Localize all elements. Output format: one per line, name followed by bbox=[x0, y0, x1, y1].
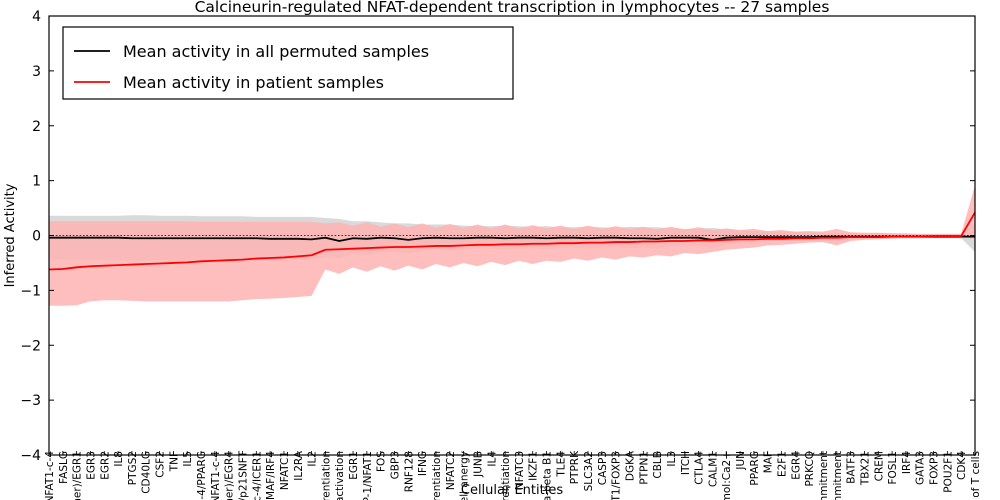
x-tick-label: FOS bbox=[376, 451, 388, 472]
x-tick-label: EGR3 bbox=[85, 451, 97, 480]
x-tick-label: CaM/Ca2+/Calcineurin A alpha-beta B1 bbox=[542, 451, 554, 500]
y-tick-label: 3 bbox=[32, 64, 41, 80]
x-tick-label: E2F1 bbox=[777, 451, 789, 477]
x-tick-label: IFNG bbox=[417, 451, 429, 476]
x-tick-label: IL2RA bbox=[293, 450, 305, 480]
x-tick-label: NFATC1 bbox=[279, 451, 291, 490]
x-tick-label: TBX21 bbox=[859, 451, 871, 486]
x-tick-label: DGKA bbox=[624, 450, 636, 481]
x-tick-label: NFAT1-c-4/MAF/IRF4 bbox=[265, 451, 277, 500]
chart-legend[interactable]: Mean activity in all permuted samplesMea… bbox=[62, 26, 514, 100]
y-tick-label: −4 bbox=[20, 448, 41, 464]
x-tick-label: IL3 bbox=[666, 451, 678, 467]
x-tick-label: NFAT1-c-4/PPARG bbox=[196, 451, 208, 500]
x-tick-label: NFAT1-c-4 (dimer)/EGR4 bbox=[224, 451, 236, 500]
x-tick-label: NFAT1/FOXP3 bbox=[611, 451, 623, 500]
x-tick-label: T cell activation bbox=[334, 451, 346, 500]
x-tick-label: JunB/Fra1/NFAT1-c-4 bbox=[210, 451, 222, 500]
x-tick-label: CREM bbox=[873, 451, 885, 481]
x-tick-label: T cell anergy bbox=[459, 451, 471, 500]
x-tick-label: ITCH bbox=[680, 451, 692, 475]
x-tick-label: PRKCQ bbox=[804, 451, 816, 487]
x-tick-label: MAF bbox=[763, 451, 775, 473]
x-tick-label: T-helper 2 cell lineage commitment bbox=[818, 451, 830, 500]
y-axis-label: Inferred Activity bbox=[3, 183, 18, 287]
x-tick-label: NFAT1-c-4 (dimer)/EGR1 bbox=[72, 451, 84, 500]
y-tick-label: −3 bbox=[20, 393, 41, 409]
y-tick-label: −2 bbox=[20, 338, 41, 354]
x-tick-label: FOSL1 bbox=[887, 451, 899, 485]
permuted-mean-line bbox=[49, 235, 975, 242]
x-tick-label: JUNB bbox=[472, 451, 484, 478]
x-tick-label: IL8 bbox=[113, 451, 125, 467]
x-tick-label: T-helper 2 cell differentiation bbox=[500, 451, 512, 500]
x-tick-label: EGR1 bbox=[348, 451, 360, 480]
y-tick-label: −1 bbox=[20, 283, 41, 299]
x-tick-label: POU2F1 bbox=[942, 451, 954, 493]
x-tick-label: CBLB bbox=[652, 451, 664, 479]
chart-title: Calcineurin-regulated NFAT-dependent tra… bbox=[195, 0, 830, 16]
x-tick-label: IKZF1 bbox=[528, 451, 540, 481]
x-tick-label: GBP3 bbox=[390, 451, 402, 479]
x-tick-label: JUN bbox=[735, 451, 747, 471]
x-tick-label: CD40LG bbox=[141, 451, 153, 494]
x-tick-label: EGR4 bbox=[790, 451, 802, 480]
x-tick-label: AP-1/NFAT1 bbox=[362, 451, 374, 500]
x-tick-label: Jun/NFAT1-c-4/p21SNFT bbox=[237, 450, 249, 500]
legend-label: Mean activity in patient samples bbox=[123, 73, 384, 92]
x-tick-label: T-helper 1 cell differentiation bbox=[431, 451, 443, 500]
x-tick-label: IL4 bbox=[486, 451, 498, 467]
x-tick-label: IL2 bbox=[307, 451, 319, 467]
x-tick-label: AP-1/NFAT1-c-4 bbox=[44, 451, 56, 500]
x-tick-label: NFATC2 bbox=[445, 451, 457, 490]
x-tick-label: BATF3 bbox=[846, 451, 858, 484]
x-tick-label: RNF128 bbox=[403, 451, 415, 492]
x-tick-label: T-helper 1 cell lineage commitment bbox=[832, 451, 844, 500]
x-tick-label: PTPRK bbox=[569, 450, 581, 484]
patient-mean-line bbox=[48, 211, 976, 271]
y-tick-label: 4 bbox=[32, 9, 41, 25]
x-tick-label: TNF bbox=[168, 451, 180, 472]
legend-label: Mean activity in all permuted samples bbox=[123, 42, 429, 61]
x-tick-label: CDK4 bbox=[956, 451, 968, 480]
x-tick-label: PPARG bbox=[749, 451, 761, 486]
x-tick-label: CTLA4 bbox=[694, 451, 706, 485]
x-tick-label: GATA3 bbox=[915, 451, 927, 485]
x-tick-label: TLE4 bbox=[555, 451, 567, 478]
x-tick-label: IRF4 bbox=[901, 451, 913, 474]
x-tick-label: IL5 bbox=[182, 451, 194, 467]
x-tick-label: CALM1 bbox=[707, 451, 719, 487]
x-tick-label: PTPN1 bbox=[638, 451, 650, 485]
x-tick-label: NFATC3 bbox=[514, 451, 526, 490]
x-tick-label: mol:Ca2+ bbox=[721, 451, 733, 500]
x-tick-label: SLC3A2 bbox=[583, 451, 595, 491]
y-tick-label: 1 bbox=[32, 174, 41, 190]
x-axis-label: Cellular Entities bbox=[461, 483, 563, 498]
y-tick-label: 2 bbox=[32, 119, 41, 135]
x-tick-label: PTGS2 bbox=[127, 451, 139, 485]
patient-confidence-band bbox=[49, 185, 975, 306]
x-tick-label: CASP3 bbox=[597, 451, 609, 485]
x-tick-label: FOXP3 bbox=[929, 451, 941, 485]
x-tick-label: CD4-positive CD25-positive alpha-beta re… bbox=[320, 451, 332, 500]
legend-box bbox=[62, 26, 514, 100]
x-tick-label: CSF2 bbox=[155, 451, 167, 478]
y-tick-label: 0 bbox=[32, 229, 41, 245]
x-tick-label: activation-induced cell death of T cells bbox=[970, 451, 982, 500]
x-tick-label: EGR2 bbox=[99, 451, 111, 480]
x-tick-label: NFAT1-c-4/ICER1 bbox=[251, 451, 263, 500]
x-tick-label: FASLG bbox=[58, 451, 70, 484]
